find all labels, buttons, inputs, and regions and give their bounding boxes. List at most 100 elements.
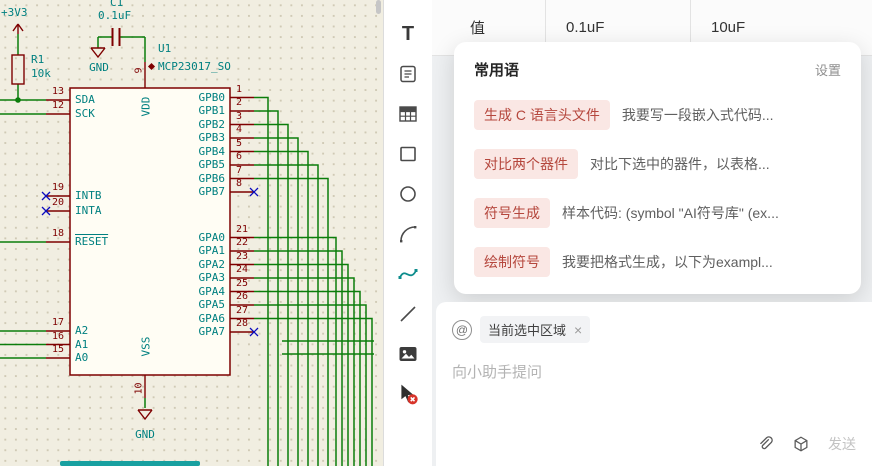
phrase-tag: 生成 C 语言头文件 bbox=[474, 100, 610, 130]
schematic-graphics bbox=[0, 23, 374, 466]
compare-row-label: 值 bbox=[470, 20, 486, 37]
pin-number: 6 bbox=[236, 151, 243, 162]
phrase-desc: 样本代码: (symbol "AI符号库" (ex... bbox=[562, 205, 779, 221]
pin-number: 7 bbox=[236, 164, 243, 176]
v-scrollbar-thumb[interactable] bbox=[376, 0, 381, 14]
wires bbox=[0, 34, 374, 466]
pin-number: 24 bbox=[236, 264, 249, 275]
compare-value-cell[interactable]: 10uF bbox=[690, 0, 872, 55]
text-tool-icon: T bbox=[401, 22, 415, 45]
image-tool-button[interactable] bbox=[388, 334, 428, 374]
settings-link[interactable]: 设置 bbox=[814, 62, 841, 78]
chat-actions: 发送 bbox=[756, 434, 856, 454]
gnd-label-top: GND bbox=[89, 61, 109, 74]
phrase-item[interactable]: 绘制符号 我要把格式生成，以下为exampl... bbox=[474, 246, 841, 278]
text-tool-button[interactable]: T bbox=[388, 14, 428, 54]
chat-placeholder: 向小助手提问 bbox=[452, 364, 543, 381]
pin-name-label: GPB0 bbox=[198, 90, 226, 104]
pin-stubs bbox=[46, 62, 254, 398]
context-chip[interactable]: 当前选中区域 × bbox=[480, 316, 591, 343]
pin-name-label: GPA5 bbox=[198, 298, 226, 311]
context-row: @ 当前选中区域 × bbox=[452, 316, 856, 343]
pin-name-label: GPA6 bbox=[198, 311, 226, 325]
phrase-item[interactable]: 生成 C 语言头文件 我要写一段嵌入式代码... bbox=[474, 99, 841, 131]
pin-number: 21 bbox=[236, 223, 249, 235]
arc-tool-button[interactable] bbox=[388, 214, 428, 254]
line-tool-button[interactable] bbox=[388, 294, 428, 334]
card-header: 常用语 设置 bbox=[474, 56, 841, 82]
assistant-panel: 值 0.1uF 10uF 常用语 设置 生成 C 语言头文件 我要写一段嵌入式代… bbox=[432, 0, 872, 466]
phrase-item[interactable]: 对比两个器件 对比下选中的器件，以表格... bbox=[474, 148, 841, 180]
pin-number: 26 bbox=[236, 291, 249, 302]
pin-name-label: GPB1 bbox=[198, 104, 226, 117]
power-flag-symbol[interactable] bbox=[12, 23, 24, 34]
arc-icon bbox=[400, 226, 417, 243]
image-icon bbox=[399, 347, 417, 361]
gnd-symbol-top[interactable] bbox=[90, 47, 106, 59]
h-scrollbar-thumb[interactable] bbox=[60, 461, 200, 466]
compare-value-cell[interactable]: 0.1uF bbox=[545, 0, 690, 55]
common-phrases-card: 常用语 设置 生成 C 语言头文件 我要写一段嵌入式代码... 对比两个器件 对… bbox=[454, 42, 861, 294]
ic-value: MCP23017_SO bbox=[158, 60, 231, 73]
bezier-icon bbox=[398, 269, 418, 279]
pin-name-label: GPA3 bbox=[198, 271, 226, 284]
cancel-tool-button[interactable] bbox=[388, 374, 428, 414]
cube-icon bbox=[794, 436, 808, 452]
pin-name-label: GPB7 bbox=[198, 185, 226, 198]
pin-number: 2 bbox=[236, 97, 243, 108]
table-tool-button[interactable] bbox=[388, 94, 428, 134]
pin-number: 19 bbox=[51, 182, 64, 193]
phrase-tag: 符号生成 bbox=[474, 198, 550, 228]
phrase-item[interactable]: 符号生成 样本代码: (symbol "AI符号库" (ex... bbox=[474, 197, 841, 229]
pin-name-label: GPA7 bbox=[198, 325, 226, 338]
gnd-label-bottom: GND bbox=[135, 428, 155, 441]
pin-name-label: GPA4 bbox=[198, 284, 226, 298]
pin-number: 1 bbox=[236, 83, 243, 95]
ic-body[interactable] bbox=[69, 87, 231, 376]
rect-tool-button[interactable] bbox=[388, 134, 428, 174]
pin-name-label: GPB6 bbox=[198, 171, 226, 185]
component-button[interactable] bbox=[792, 435, 810, 453]
pin-number: 15 bbox=[51, 344, 64, 355]
pin-name-label: A2 bbox=[75, 324, 89, 337]
at-icon[interactable]: @ bbox=[452, 319, 472, 340]
context-chip-label: 当前选中区域 bbox=[488, 323, 567, 338]
no-connect-marks bbox=[41, 187, 259, 337]
resistor-symbol[interactable] bbox=[11, 54, 25, 85]
chip-close-icon[interactable]: × bbox=[574, 321, 583, 338]
schematic-canvas[interactable]: +3V3 R1 10k C1 0.1uF GND GND U1 MCP23017… bbox=[0, 0, 383, 466]
pin-name-label: GPA0 bbox=[198, 230, 226, 244]
attach-button[interactable] bbox=[756, 435, 774, 453]
pin-number: 13 bbox=[51, 86, 64, 97]
pin-number: 8 bbox=[236, 178, 243, 189]
card-title: 常用语 bbox=[474, 61, 520, 79]
pin-name-label: INTB bbox=[75, 189, 102, 202]
pin-number: 25 bbox=[236, 277, 249, 289]
pin-number: 18 bbox=[51, 228, 64, 239]
send-button[interactable]: 发送 bbox=[828, 436, 856, 452]
ellipse-tool-button[interactable] bbox=[388, 174, 428, 214]
resistor-ref: R1 bbox=[31, 53, 45, 66]
vss-pin-number: 10 bbox=[133, 382, 145, 395]
pin-number: 17 bbox=[51, 317, 64, 328]
note-icon bbox=[400, 65, 416, 83]
pin-name-label: GPB4 bbox=[198, 144, 226, 158]
gnd-symbol-bottom[interactable] bbox=[137, 409, 153, 421]
drawing-toolbar: T bbox=[383, 0, 432, 466]
pin-name-label: GPB5 bbox=[198, 158, 226, 171]
pin-number: 3 bbox=[236, 110, 243, 122]
paperclip-icon bbox=[760, 436, 773, 450]
chat-input-area[interactable]: @ 当前选中区域 × 向小助手提问 发送 bbox=[436, 302, 872, 466]
table-icon bbox=[399, 106, 417, 122]
note-tool-button[interactable] bbox=[388, 54, 428, 94]
pin-name-label: GPB2 bbox=[198, 117, 226, 131]
pin-number: 23 bbox=[236, 250, 249, 262]
pin-name-label: GPA1 bbox=[198, 244, 226, 257]
capacitor-symbol[interactable] bbox=[111, 28, 121, 46]
bezier-tool-button[interactable] bbox=[388, 254, 428, 294]
circle-icon bbox=[400, 186, 416, 202]
pin-name-label: A0 bbox=[75, 351, 89, 364]
line-icon bbox=[400, 306, 416, 322]
pin-name-label: SDA bbox=[75, 93, 95, 106]
